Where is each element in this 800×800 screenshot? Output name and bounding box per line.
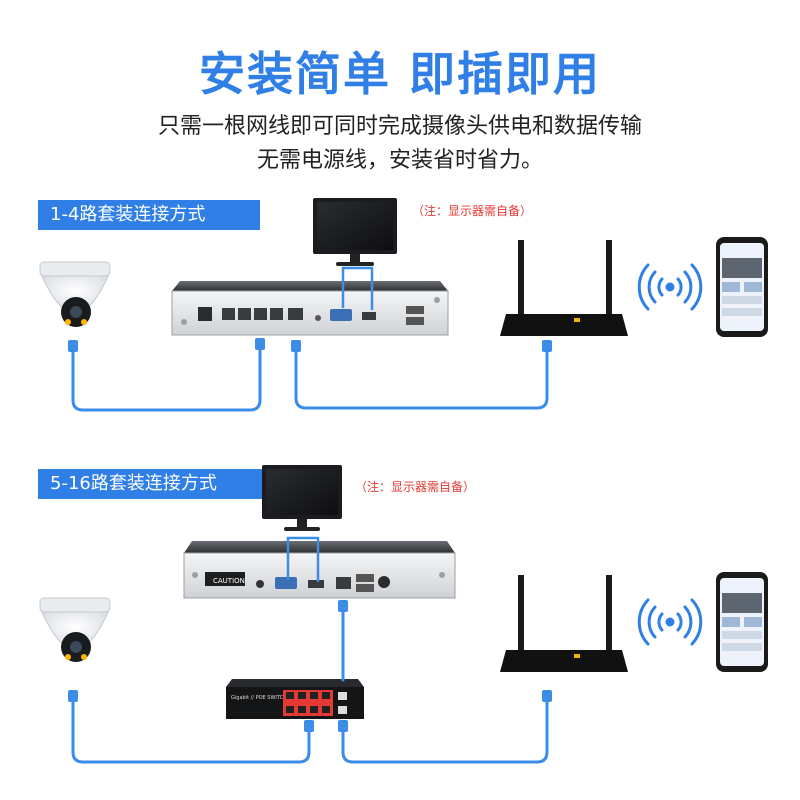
subtitle-line-2: 无需电源线，安装省时省力。	[256, 148, 543, 173]
phone-icon	[716, 572, 768, 672]
caution-label: CAUTION	[213, 577, 245, 585]
section1-note: （注：显示器需自备）	[412, 204, 533, 218]
phone-icon	[716, 237, 768, 337]
router-icon	[500, 575, 628, 672]
camera-icon	[39, 261, 111, 327]
nvr-icon: CAUTION	[183, 541, 456, 599]
section2-banner: 5-16路套装连接方式	[38, 469, 270, 499]
camera-icon	[39, 597, 111, 662]
wifi-icon	[637, 263, 703, 311]
section1-banner: 1-4路套装连接方式	[38, 200, 260, 230]
page-title: 安装简单 即插即用	[198, 47, 601, 101]
switch-model-label: Gigabit // POE SWITCH	[231, 695, 287, 701]
router-icon	[500, 240, 628, 336]
subtitle-line-1: 只需一根网线即可同时完成摄像头供电和数据传输	[157, 114, 642, 139]
poe-switch-icon: Gigabit // POE SWITCH	[226, 679, 364, 719]
section2-note: （注：显示器需自备）	[355, 480, 476, 494]
nvr-icon	[171, 281, 449, 336]
wifi-icon	[637, 598, 703, 646]
monitor-icon	[313, 198, 397, 266]
monitor-icon	[262, 465, 342, 531]
